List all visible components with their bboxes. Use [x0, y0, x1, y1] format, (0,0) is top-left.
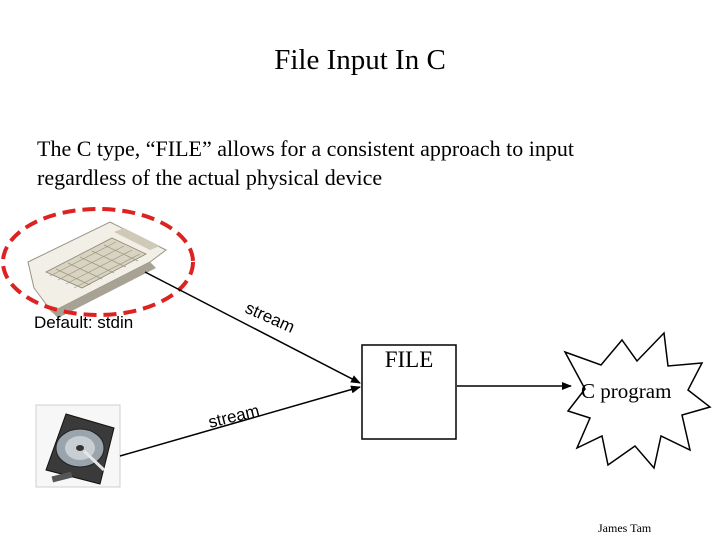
file-box-label: FILE	[384, 347, 434, 372]
upper-stream-label: stream	[242, 298, 297, 336]
file-box	[361, 344, 457, 440]
keyboard-caption: Default: stdin	[34, 313, 134, 332]
intro-line-1: The C type, “FILE” allows for a consiste…	[37, 136, 575, 161]
slide-title: File Input In C	[274, 44, 446, 76]
disk-to-file-arrow	[119, 385, 361, 457]
keyboard-highlight-ellipse	[1, 207, 195, 317]
c-program-label: C program	[581, 379, 672, 403]
c-program-starburst	[563, 331, 712, 470]
lower-stream-label: stream	[206, 401, 261, 432]
hard-drive-icon	[35, 404, 121, 488]
intro-text: The C type, “FILE” allows for a consiste…	[37, 134, 677, 192]
keyboard-to-file-arrow	[144, 271, 361, 384]
intro-line-2: regardless of the actual physical device	[37, 165, 383, 190]
author-credit: James Tam	[598, 521, 652, 535]
keyboard-icon	[27, 221, 167, 318]
